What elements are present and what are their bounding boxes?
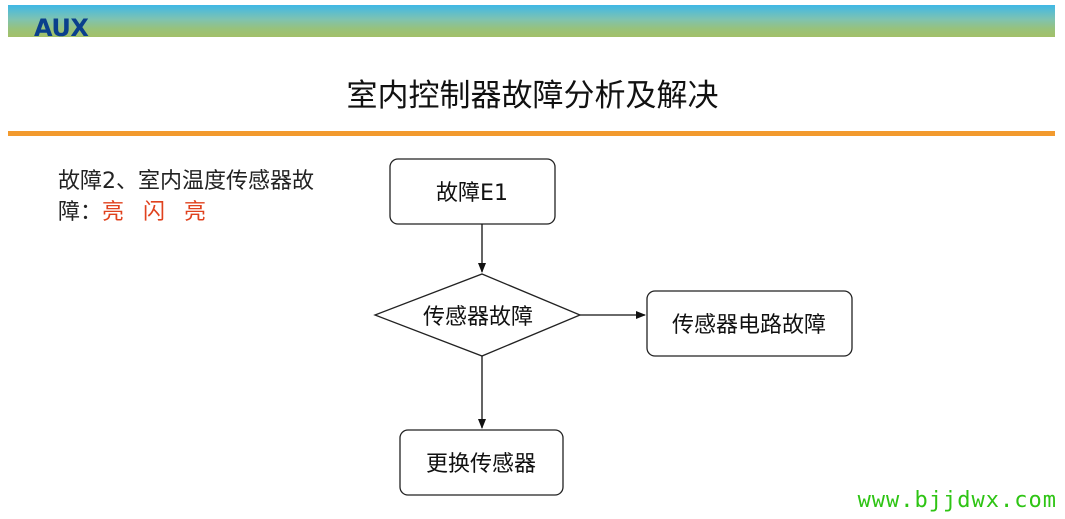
replace-sensor-node: 更换传感器 — [399, 429, 564, 496]
aux-logo: AUX — [34, 14, 89, 42]
circuit-fault-node: 传感器电路故障 — [646, 290, 853, 357]
led-pattern-text: 亮 闪 亮 — [102, 200, 213, 225]
header-band — [8, 5, 1055, 37]
replace-sensor-node-label: 更换传感器 — [426, 452, 536, 477]
fault-description-text: 故障2、室内温度传感器故障： — [58, 169, 314, 225]
page-title: 室内控制器故障分析及解决 — [346, 78, 719, 114]
start-node: 故障E1 — [389, 158, 556, 225]
start-node-label: 故障E1 — [436, 181, 508, 206]
decision-node-label: 传感器故障 — [423, 305, 533, 330]
watermark-url: www.bjjdwx.com — [857, 488, 1057, 513]
decision-node: 传感器故障 — [373, 273, 582, 357]
fault-description: 故障2、室内温度传感器故障：亮 闪 亮 — [58, 166, 328, 228]
title-divider — [8, 131, 1055, 136]
circuit-fault-node-label: 传感器电路故障 — [672, 313, 826, 338]
